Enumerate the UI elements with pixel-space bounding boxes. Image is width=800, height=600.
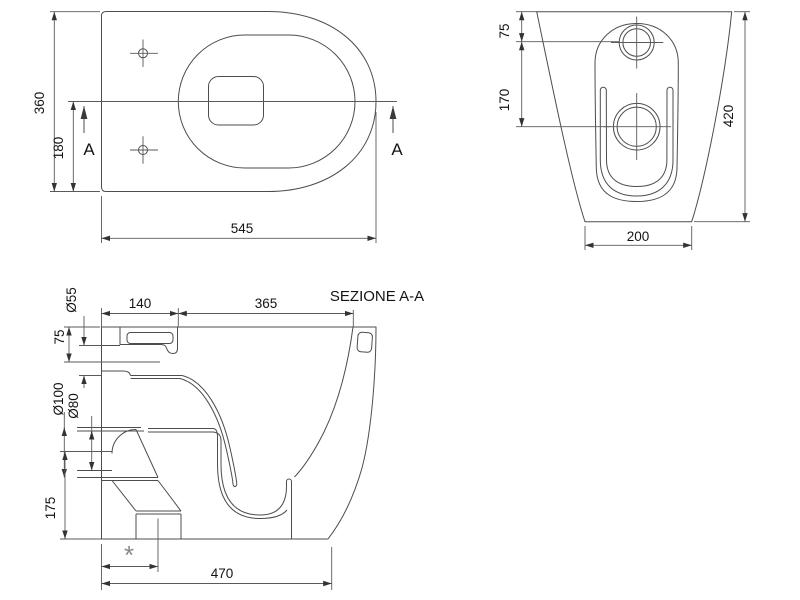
section-rim-step [101, 370, 131, 376]
section-rear-wall-inner [130, 378, 234, 485]
section-arrow-left-label: A [83, 140, 95, 159]
section-inlet-slot [126, 332, 174, 344]
section-duct-left-diagonal [111, 480, 137, 512]
section-duct-upper-diagonal [135, 429, 159, 478]
rear-inlet-hole [611, 16, 664, 69]
section-dim-365-label: 365 [255, 296, 278, 311]
rear-body-outline [536, 11, 733, 223]
section-dim-outlet-outer: Ø100 [51, 382, 68, 478]
rear-dim-170: 170 [497, 41, 611, 128]
section-duct-right-diagonal [157, 480, 182, 512]
rear-recess-inner-wall [599, 86, 674, 197]
rear-outlet-hole [603, 93, 671, 160]
section-arrow-left: A [80, 106, 95, 159]
plan-fixing-hole-top [130, 39, 158, 67]
section-arrow-right: A [389, 106, 403, 159]
section-dim-outlet-inner: Ø80 [66, 393, 95, 471]
plan-dim-545: 545 [101, 112, 377, 243]
section-sump-inner [148, 431, 287, 516]
section-dim-inlet-diameter-label: Ø55 [64, 287, 79, 313]
section-dim-outlet-inner-label: Ø80 [66, 393, 81, 419]
section-rear-wall-outer [130, 375, 238, 485]
plan-dim-180-label: 180 [51, 137, 66, 160]
section-seat-hole [356, 331, 373, 353]
section-elbow-arc [111, 429, 137, 454]
section-weir-cap [286, 478, 292, 482]
section-dim-variable: * [101, 518, 159, 572]
section-dim-470: 470 [101, 547, 333, 590]
plan-trap-square [208, 76, 264, 126]
plan-dim-360: 360 [32, 11, 100, 192]
section-dim-75: 75 [52, 326, 160, 363]
section-dim-75-label: 75 [52, 329, 67, 344]
section-arrow-right-label: A [391, 140, 403, 159]
section-rear-wall-tip [232, 484, 238, 488]
section-inlet-boss [119, 327, 178, 354]
section-dim-140: 140 [101, 296, 179, 327]
rear-dim-75: 75 [497, 11, 619, 43]
section-dim-470-label: 470 [211, 566, 234, 581]
rear-view: 75 170 420 200 [497, 11, 750, 250]
variable-dimension-asterisk: * [124, 540, 134, 570]
plan-body-outline [101, 11, 377, 192]
section-dim-365: 365 [178, 296, 354, 327]
section-dim-140-label: 140 [129, 296, 152, 311]
section-dim-inlet-diameter: Ø55 [64, 287, 102, 388]
plan-dim-545-label: 545 [231, 221, 254, 236]
section-sump-outer [148, 428, 288, 519]
plan-dim-360-label: 360 [32, 92, 47, 115]
section-dim-outlet-outer-label: Ø100 [51, 382, 66, 415]
rear-dim-420-label: 420 [721, 105, 736, 128]
plan-fixing-hole-bottom [130, 136, 158, 164]
rear-dim-200: 200 [584, 226, 693, 250]
section-dim-175-label: 175 [43, 497, 58, 520]
section-body-outline [101, 326, 377, 540]
rear-dim-420: 420 [694, 11, 750, 223]
plan-view: A A 360 180 545 [32, 11, 403, 243]
section-front-inner-wall [294, 326, 354, 478]
rear-dim-200-label: 200 [627, 229, 650, 244]
plan-dim-180: 180 [51, 101, 77, 192]
section-dim-175: 175 [43, 451, 112, 540]
rear-dim-170-label: 170 [497, 89, 512, 112]
section-view: SEZIONE A-A [43, 287, 424, 590]
section-title: SEZIONE A-A [330, 288, 424, 305]
rear-dim-75-label: 75 [497, 23, 512, 38]
